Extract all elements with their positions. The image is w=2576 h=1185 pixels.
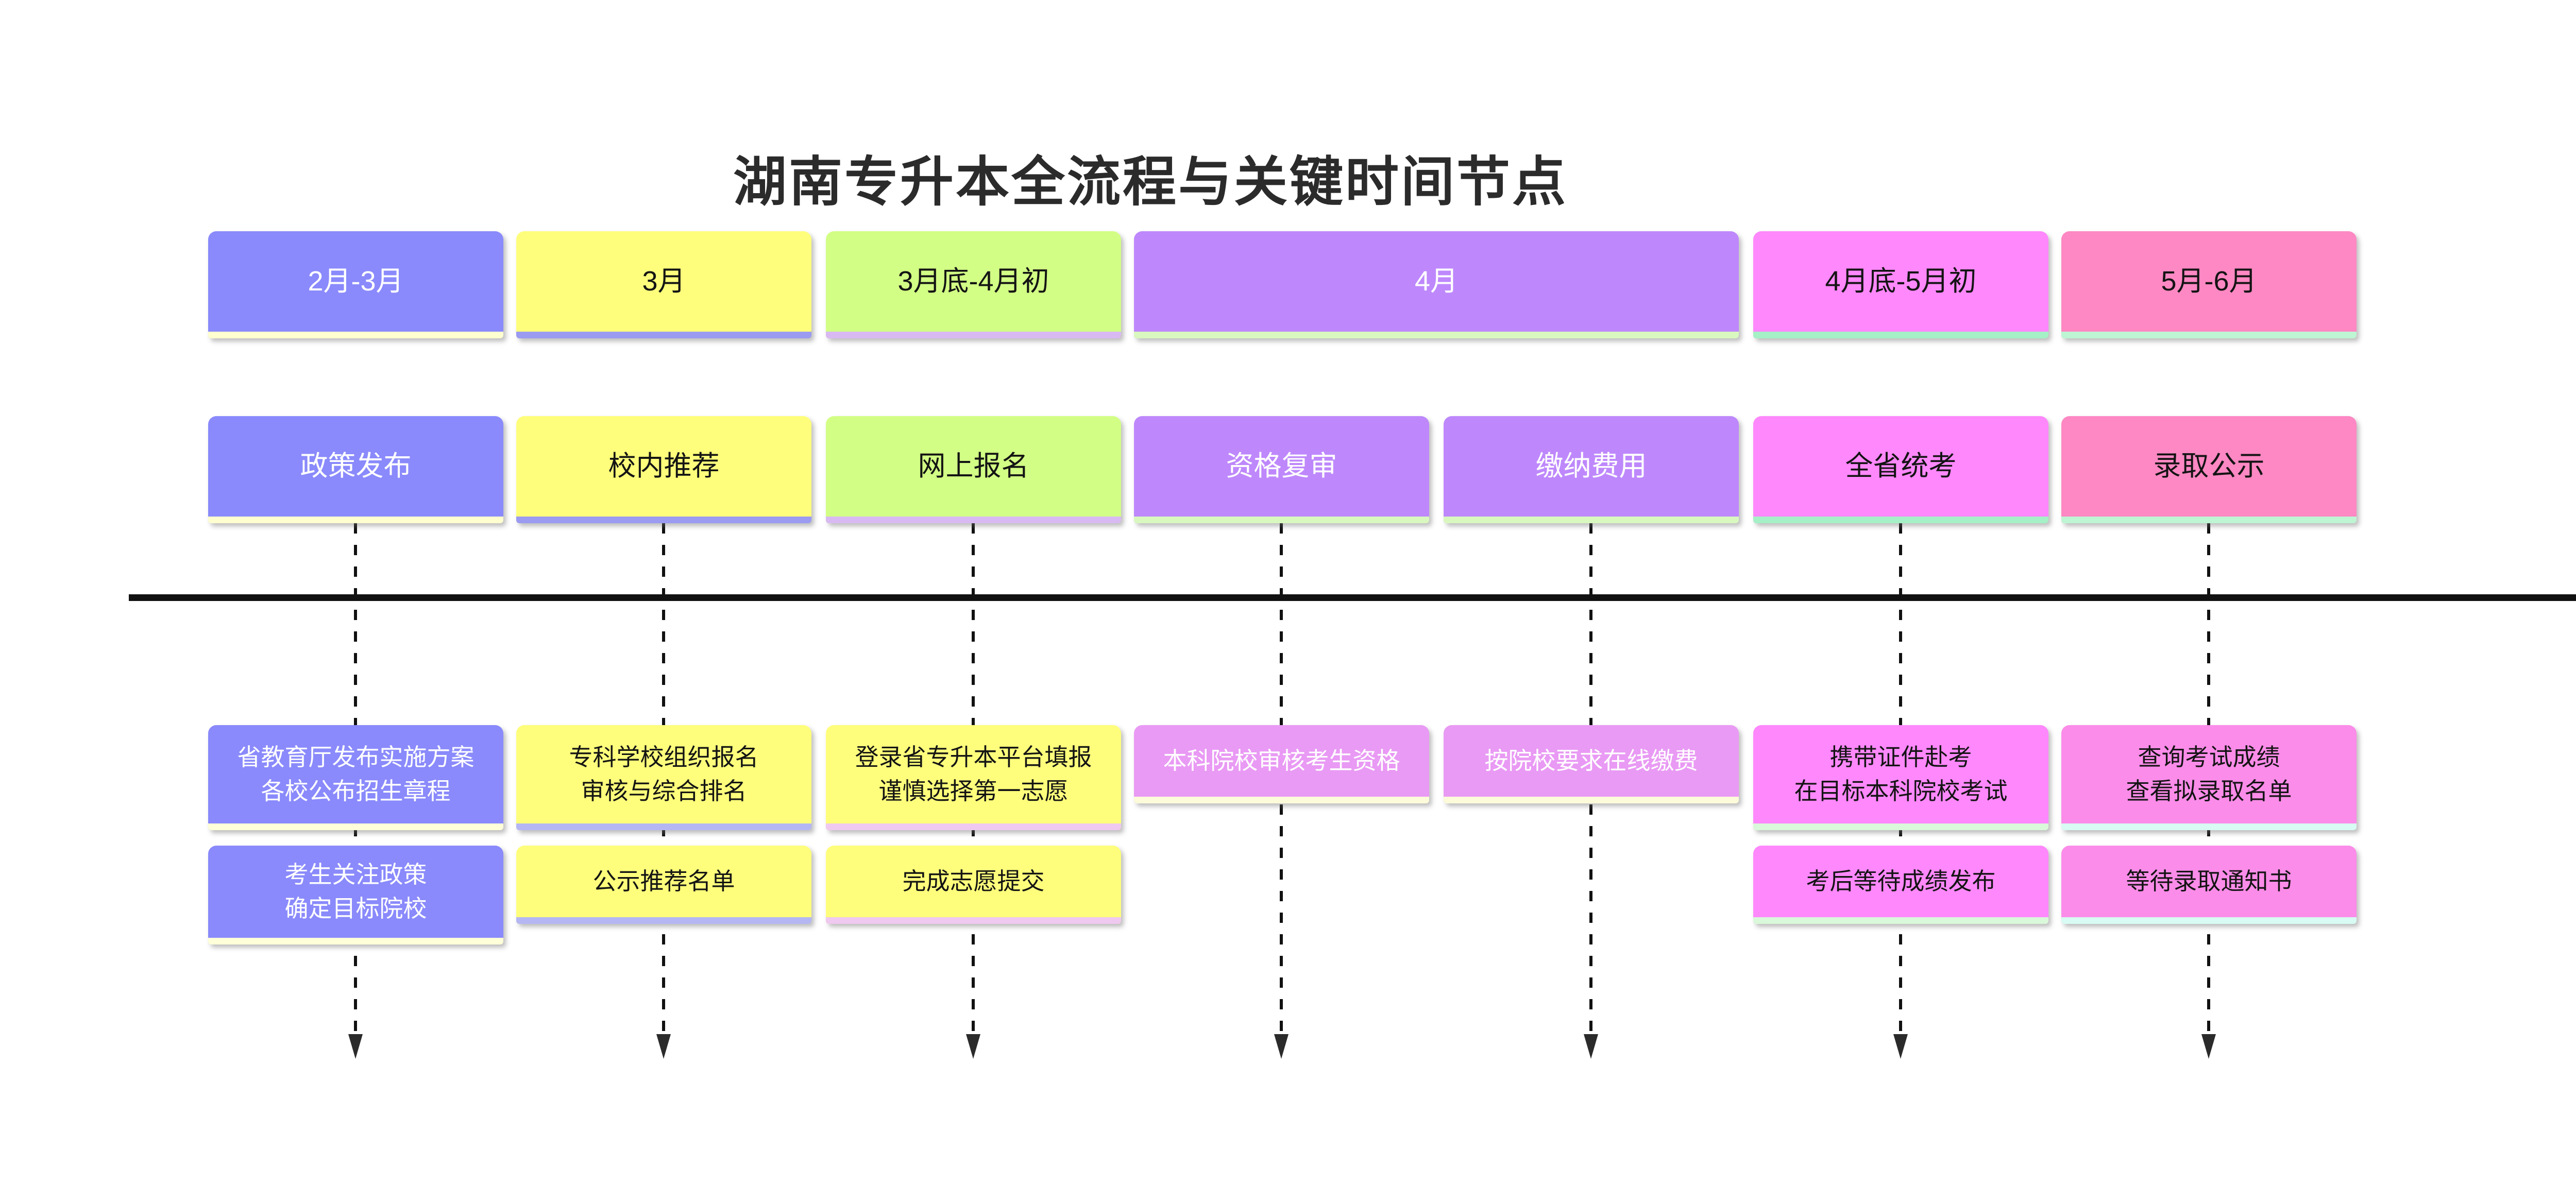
down-arrow-icon [966, 1034, 980, 1059]
box-shadow-stripe [2061, 332, 2357, 338]
down-arrow-icon [1893, 1034, 1908, 1059]
box-shadow-stripe [2061, 917, 2357, 924]
detail-box-publish-list: 公示推荐名单 [516, 846, 811, 924]
detail-box-wait-admission-letter: 等待录取通知书 [2061, 846, 2357, 924]
stage-box-policy-release: 政策发布 [208, 416, 503, 523]
time-label: 4月底-5月初 [1825, 266, 1977, 297]
stage-label: 录取公示 [2153, 451, 2265, 482]
time-box-may-jun: 5月-6月 [2061, 231, 2357, 338]
time-box-late-apr-early-may: 4月底-5月初 [1753, 231, 2048, 338]
down-arrow-icon [2201, 1034, 2216, 1059]
detail-text: 在目标本科院校考试 [1794, 777, 2008, 804]
detail-text: 审核与综合排名 [581, 777, 747, 804]
detail-text: 省教育厅发布实施方案 [237, 744, 474, 771]
box-shadow-stripe [1444, 797, 1739, 803]
time-label: 3月底-4月初 [897, 266, 1049, 297]
box-shadow-stripe [826, 917, 1121, 924]
time-label: 2月-3月 [308, 266, 404, 297]
box-shadow-stripe [208, 823, 503, 830]
detail-text: 登录省专升本平台填报 [855, 744, 1092, 771]
detail-text: 本科院校审核考生资格 [1163, 747, 1400, 774]
detail-text: 考生关注政策 [284, 861, 427, 888]
detail-box-take-exam: 携带证件赴考 在目标本科院校考试 [1753, 725, 2048, 830]
box-shadow-stripe [208, 517, 503, 523]
box-shadow-stripe [2061, 517, 2357, 523]
time-box-apr: 4月 [1134, 231, 1739, 338]
box-shadow-stripe [1753, 517, 2048, 523]
stage-box-qualification-review: 资格复审 [1134, 416, 1429, 523]
stage-box-admission-announcement: 录取公示 [2061, 416, 2357, 523]
box-shadow-stripe [1134, 517, 1429, 523]
detail-text: 完成志愿提交 [902, 867, 1045, 895]
box-shadow-stripe [1753, 332, 2048, 338]
detail-text: 查看拟录取名单 [2126, 777, 2292, 804]
stage-box-provincial-exam: 全省统考 [1753, 416, 2048, 523]
detail-box-school-signup: 专科学校组织报名 审核与综合排名 [516, 725, 811, 830]
stage-label: 全省统考 [1845, 451, 1957, 482]
down-arrow-icon [656, 1034, 671, 1059]
box-shadow-stripe [208, 938, 503, 944]
detail-text: 等待录取通知书 [2126, 867, 2292, 895]
page-title: 湖南专升本全流程与关键时间节点 [733, 152, 1568, 212]
detail-box-submit-preference: 完成志愿提交 [826, 846, 1121, 924]
time-label: 5月-6月 [2161, 266, 2257, 297]
time-box-feb-mar: 2月-3月 [208, 231, 503, 338]
detail-text: 考后等待成绩发布 [1806, 867, 1996, 895]
stage-label: 资格复审 [1226, 451, 1337, 482]
box-shadow-stripe [1444, 517, 1739, 523]
box-shadow-stripe [208, 332, 503, 338]
detail-box-check-scores: 查询考试成绩 查看拟录取名单 [2061, 725, 2357, 830]
stage-box-online-registration: 网上报名 [826, 416, 1121, 523]
stage-label: 缴纳费用 [1535, 451, 1647, 482]
stage-box-school-recommendation: 校内推荐 [516, 416, 811, 523]
detail-text: 各校公布招生章程 [261, 777, 451, 804]
stage-label: 校内推荐 [608, 451, 720, 482]
box-shadow-stripe [826, 823, 1121, 830]
box-shadow-stripe [1134, 797, 1429, 803]
stage-label: 政策发布 [300, 451, 412, 482]
time-label: 3月 [642, 266, 686, 297]
detail-text: 专科学校组织报名 [569, 744, 759, 771]
detail-box-wait-scores: 考后等待成绩发布 [1753, 846, 2048, 924]
time-box-late-mar-early-apr: 3月底-4月初 [826, 231, 1121, 338]
down-arrow-icon [1584, 1034, 1598, 1059]
stage-label: 网上报名 [918, 451, 1029, 482]
detail-text: 携带证件赴考 [1829, 744, 1972, 771]
time-box-mar: 3月 [516, 231, 811, 338]
detail-box-policy-plan: 省教育厅发布实施方案 各校公布招生章程 [208, 725, 503, 830]
timeline-axis [129, 594, 2576, 601]
box-shadow-stripe [1134, 332, 1739, 338]
down-arrow-icon [1274, 1034, 1289, 1059]
detail-text: 公示推荐名单 [592, 867, 735, 895]
detail-box-qualification-check: 本科院校审核考生资格 [1134, 725, 1429, 803]
box-shadow-stripe [516, 332, 811, 338]
box-shadow-stripe [516, 517, 811, 523]
box-shadow-stripe [826, 332, 1121, 338]
box-shadow-stripe [1753, 917, 2048, 924]
time-label: 4月 [1414, 266, 1459, 297]
box-shadow-stripe [2061, 823, 2357, 830]
detail-text: 按院校要求在线缴费 [1484, 747, 1698, 774]
detail-text: 谨慎选择第一志愿 [878, 777, 1069, 804]
detail-box-follow-policy: 考生关注政策 确定目标院校 [208, 846, 503, 944]
box-shadow-stripe [826, 517, 1121, 523]
detail-box-online-payment: 按院校要求在线缴费 [1444, 725, 1739, 803]
detail-box-platform-apply: 登录省专升本平台填报 谨慎选择第一志愿 [826, 725, 1121, 830]
box-shadow-stripe [516, 823, 811, 830]
detail-text: 确定目标院校 [284, 895, 427, 922]
box-shadow-stripe [1753, 823, 2048, 830]
stage-box-fee-payment: 缴纳费用 [1444, 416, 1739, 523]
detail-text: 查询考试成绩 [2138, 744, 2280, 771]
down-arrow-icon [348, 1034, 363, 1059]
box-shadow-stripe [516, 917, 811, 924]
